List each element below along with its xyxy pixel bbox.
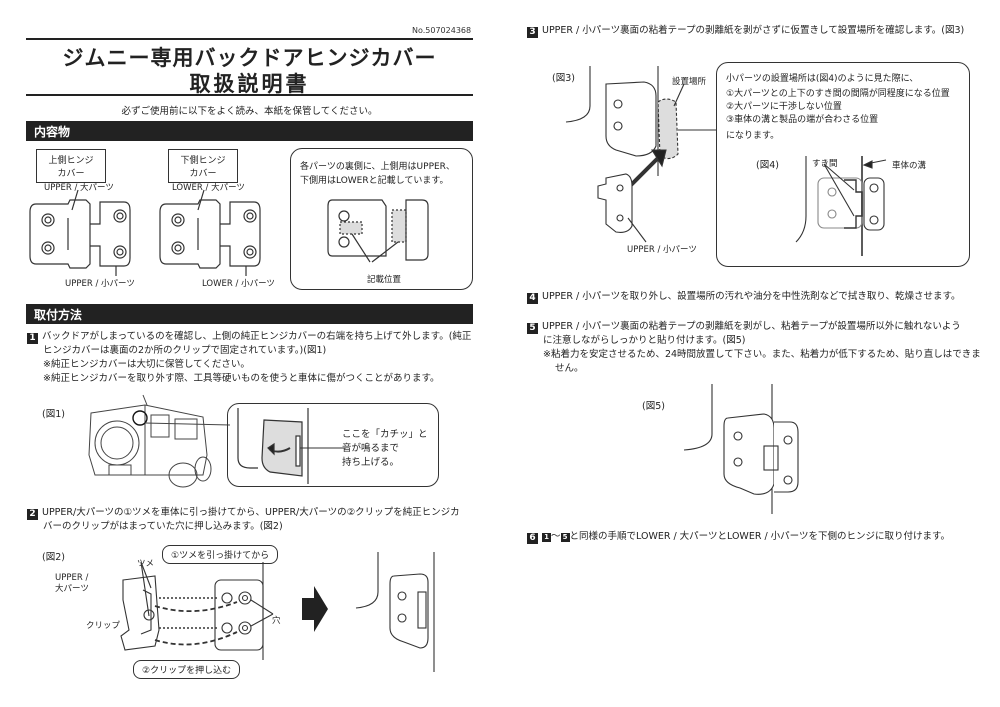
- step-number-badge: 6: [527, 533, 538, 544]
- marking-note-line2: 下側用はLOWERと記載しています。: [300, 176, 449, 186]
- marking-note-line1: 各パーツの裏側に、上側用はUPPER、: [300, 162, 455, 172]
- step-6-text: と同様の手順でLOWER / 大パーツとLOWER / 小パーツを下側のヒンジに…: [569, 531, 951, 542]
- upper-hinge-cover-label: 上側ヒンジカバー: [36, 149, 106, 183]
- fig5-illustration: [683, 384, 799, 514]
- fig1-detail-box: [227, 403, 439, 487]
- vehicle-hinge-shape: [214, 579, 264, 651]
- fig4-body-groove-label: 車体の溝: [892, 161, 927, 171]
- step-5-note-line1: ※粘着力を安定させるため、24時間放置して下さい。また、粘着力が低下するため、貼…: [543, 349, 981, 360]
- fig5-label: (図5): [642, 401, 665, 412]
- page-title: ジムニー専用バックドアヒンジカバー: [62, 46, 437, 70]
- section-header-contents: 内容物: [26, 121, 473, 141]
- step-number-badge: 3: [527, 27, 538, 38]
- lower-small-part-label: LOWER / 小パーツ: [202, 279, 275, 289]
- fig1-callout-line3: 持ち上げる。: [342, 457, 400, 468]
- fig2-upper-large-label: UPPER / 大パーツ: [55, 573, 89, 595]
- step-1: 1 バックドアがしまっているのを確認し、上側の純正ヒンジカバーの右端を持ち上げて外…: [27, 330, 477, 386]
- step-number-badge: 2: [27, 509, 38, 520]
- section-header-install: 取付方法: [26, 304, 473, 324]
- step-2-text-line2: バーのクリップがはまっていた穴に押し込みます。(図2): [43, 521, 283, 532]
- fig3-info-text: 小パーツの設置場所は(図4)のように見た際に、 ①大パーツとの上下のすき間の間隔…: [726, 73, 950, 143]
- fig2-upper-large-line1: UPPER /: [55, 573, 89, 583]
- fig1-callout-line1: ここを「カチッ」と: [342, 429, 428, 440]
- fig2-assembly-illustration: [120, 561, 274, 660]
- next-arrow-icon: [302, 586, 328, 632]
- fig3-info-item-2: ②大パーツに干渉しない位置: [726, 102, 842, 112]
- upper-large-part-label: UPPER / 大パーツ: [44, 183, 114, 193]
- document-number: No.507024368: [412, 26, 472, 35]
- fig2-hole-label: 穴: [272, 616, 281, 626]
- fig3-info-box: [716, 62, 970, 267]
- step-1-text-line2: ヒンジカバーは裏面の2か所のクリップで固定されています。)(図1): [43, 345, 327, 356]
- title-top-rule: [26, 38, 473, 40]
- marking-position-illustration: [327, 199, 429, 263]
- step-ref-badge-to: 5: [560, 533, 570, 542]
- step-1-note2: ※純正ヒンジカバーを取り外す際、工具等硬いものを使うと車体に傷がつくことがありま…: [43, 373, 440, 384]
- upper-small-part-label: UPPER / 小パーツ: [65, 279, 135, 289]
- step-4: 4 UPPER / 小パーツを取り外し、設置場所の汚れや油分を中性洗剤などで拭き取…: [527, 290, 987, 304]
- fig3-install-location-label: 設置場所: [672, 77, 707, 87]
- step-4-text: UPPER / 小パーツを取り外し、設置場所の汚れや油分を中性洗剤などで拭き取り…: [542, 291, 961, 302]
- fig2-tsume-label: ツメ: [137, 559, 155, 569]
- step-6-tilde: ～: [551, 531, 561, 542]
- fig3-info-outro: になります。: [726, 131, 780, 141]
- step-1-text-line1: バックドアがしまっているのを確認し、上側の純正ヒンジカバーの右端を持ち上げて外し…: [42, 331, 472, 342]
- fig1-callout: ここを「カチッ」と 音が鳴るまで 持ち上げる。: [342, 428, 428, 470]
- lower-hinge-parts-illustration: [159, 189, 261, 276]
- upper-hinge-parts-illustration: [29, 189, 131, 276]
- marking-note-box: [290, 148, 473, 290]
- step-1-note1: ※純正ヒンジカバーは大切に保管してください。: [43, 359, 250, 370]
- step-number-badge: 1: [27, 333, 38, 344]
- fig2-label: (図2): [42, 552, 65, 563]
- hinge-highlight-circle: [132, 410, 148, 426]
- page-subtitle: 取扱説明書: [189, 72, 310, 96]
- step-3-text: UPPER / 小パーツ裏面の粘着テープの剥離紙を剥がさずに仮置きして設置場所を…: [542, 25, 965, 36]
- step-2: 2 UPPER/大パーツの①ツメを車体に引っ掛けてから、UPPER/大パーツの②ク…: [27, 506, 487, 534]
- fig2-step2-pill: ②クリップを押し込む: [133, 660, 241, 679]
- fig4-label: (図4): [756, 160, 779, 171]
- fig3-info-item-3: ③車体の溝と製品の端が合わさる位置: [726, 115, 879, 125]
- intro-note: 必ずご使用前に以下をよく読み、本紙を保管してください。: [121, 106, 378, 117]
- fig2-clip-label: クリップ: [86, 621, 121, 631]
- jimny-rear-illustration: [88, 394, 231, 488]
- fig1-label: (図1): [42, 409, 65, 420]
- fig2-result-illustration: [355, 552, 435, 672]
- step-ref-badge-from: 1: [542, 533, 551, 542]
- fig3-upper-small-label: UPPER / 小パーツ: [627, 245, 697, 255]
- fig3-info-item-1: ①大パーツとの上下のすき間の間隔が同程度になる位置: [726, 89, 950, 99]
- step-5: 5 UPPER / 小パーツ裏面の粘着テープの剥離紙を剥がし、粘着テープが設置場所…: [527, 320, 987, 376]
- marking-position-label: 記載位置: [367, 275, 402, 285]
- large-part-shape: [120, 575, 160, 651]
- step-2-text-line1: UPPER/大パーツの①ツメを車体に引っ掛けてから、UPPER/大パーツの②クリ…: [42, 507, 460, 518]
- lower-large-part-label: LOWER / 大パーツ: [172, 183, 245, 193]
- fig1-hinge-detail-illustration: [237, 408, 346, 484]
- fig4-illustration: [795, 156, 887, 256]
- fig1-callout-line2: 音が鳴るまで: [342, 443, 400, 454]
- upper-large-part-shape: [29, 199, 91, 269]
- step-3: 3 UPPER / 小パーツ裏面の粘着テープの剥離紙を剥がさずに仮置きして設置場所…: [527, 24, 987, 38]
- fig2-step1-pill: ①ツメを引っ掛けてから: [162, 545, 279, 564]
- fig2-upper-large-line2: 大パーツ: [55, 584, 89, 594]
- step-5-text-line1: UPPER / 小パーツ裏面の粘着テープの剥離紙を剥がし、粘着テープが設置場所以…: [542, 321, 961, 332]
- step-number-badge: 4: [527, 293, 538, 304]
- step-number-badge: 5: [527, 323, 538, 334]
- fig3-label: (図3): [552, 73, 575, 84]
- upper-small-part-shape: [90, 201, 131, 267]
- lower-hinge-cover-label: 下側ヒンジカバー: [168, 149, 238, 183]
- title-bottom-rule: [26, 94, 473, 96]
- fig3-info-intro: 小パーツの設置場所は(図4)のように見た際に、: [726, 74, 919, 84]
- step-5-note-line2: せん。: [555, 363, 584, 374]
- step-5-text-line2: に注意しながらしっかりと貼り付けます。(図5): [543, 335, 746, 346]
- fig3-illustration: [565, 66, 716, 243]
